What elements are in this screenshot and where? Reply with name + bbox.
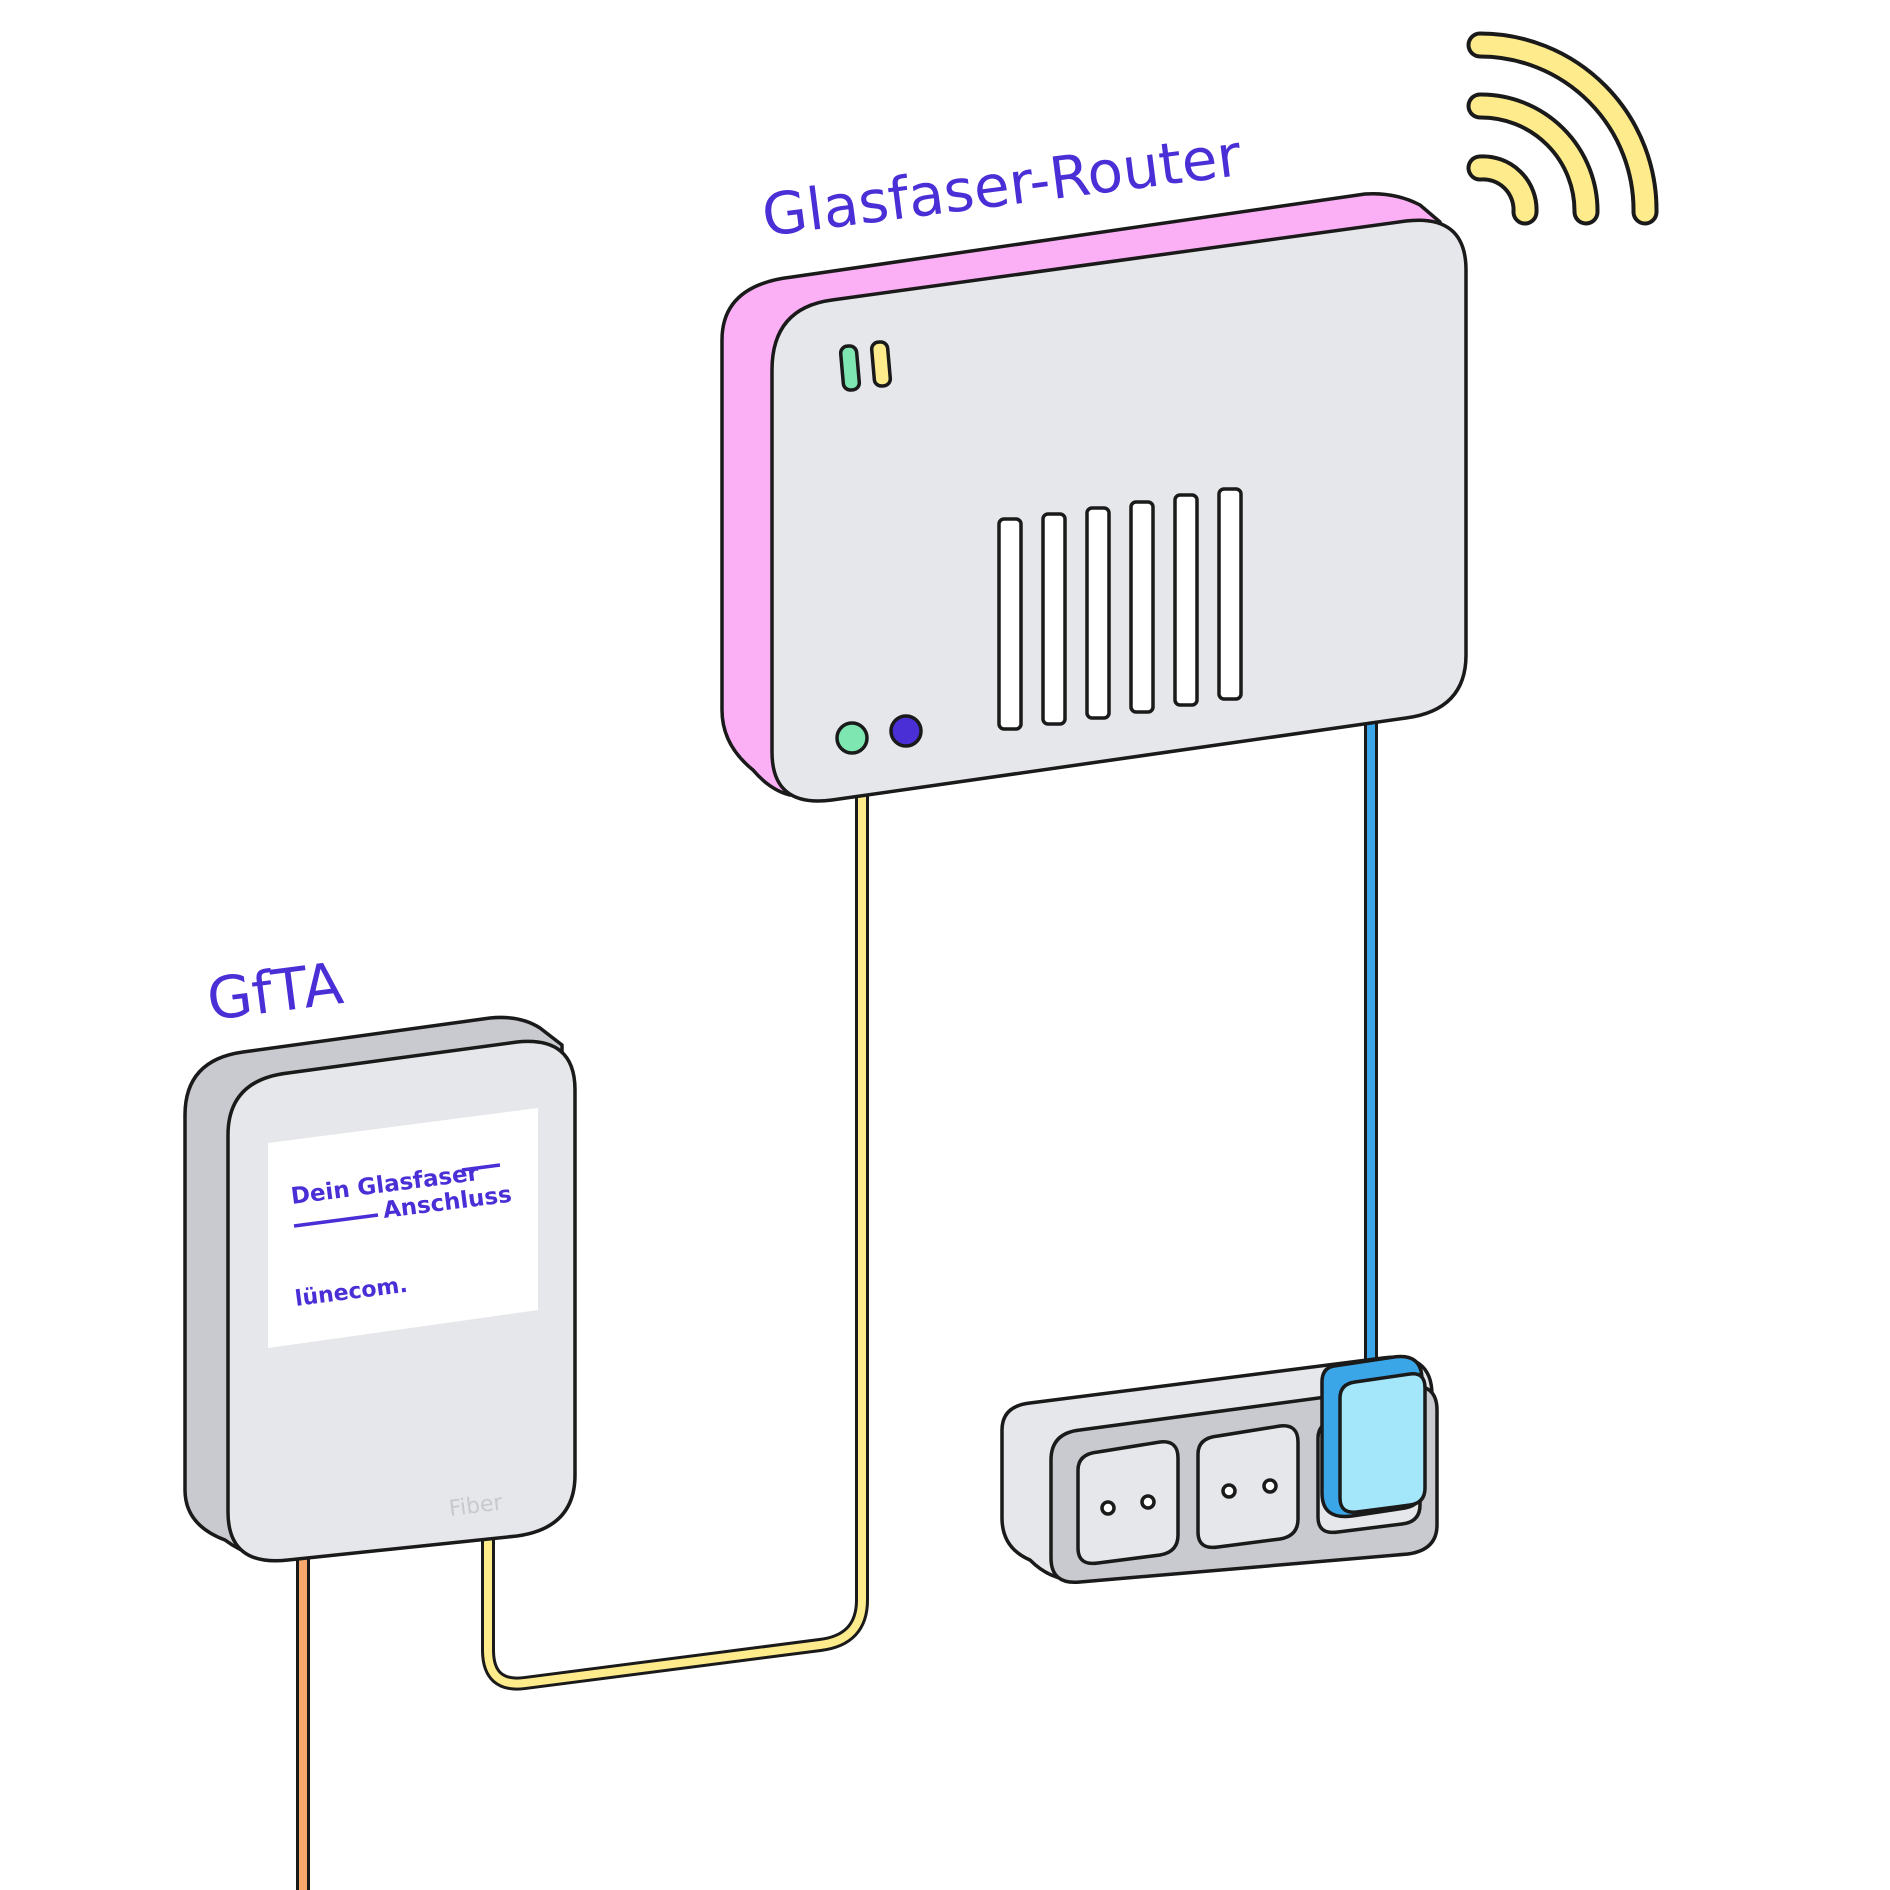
card-title-rule-2: [293, 1213, 379, 1228]
router-led-yellow: [869, 340, 893, 388]
card-title-rule-1: [461, 1163, 501, 1172]
router-light-green: [835, 721, 869, 755]
power-socket-icon: [1196, 1424, 1300, 1550]
router-front-panel: [770, 218, 1468, 803]
gfta-label-card: [268, 1108, 538, 1348]
wifi-signal-icon: [1466, 31, 1659, 226]
router-vent-slots: [997, 487, 1243, 731]
router: [720, 191, 1468, 803]
router-led-green: [838, 344, 862, 392]
power-socket-icon: [1076, 1440, 1180, 1566]
yellow-lan-cable: [481, 795, 869, 1691]
power-plug-icon: [1320, 1354, 1427, 1519]
gfta-title: GfTA: [203, 949, 347, 1034]
gfta-box: Dein Glasfaser Anschluss lünecom. Fiber: [183, 1015, 577, 1563]
router-light-purple: [889, 714, 923, 748]
